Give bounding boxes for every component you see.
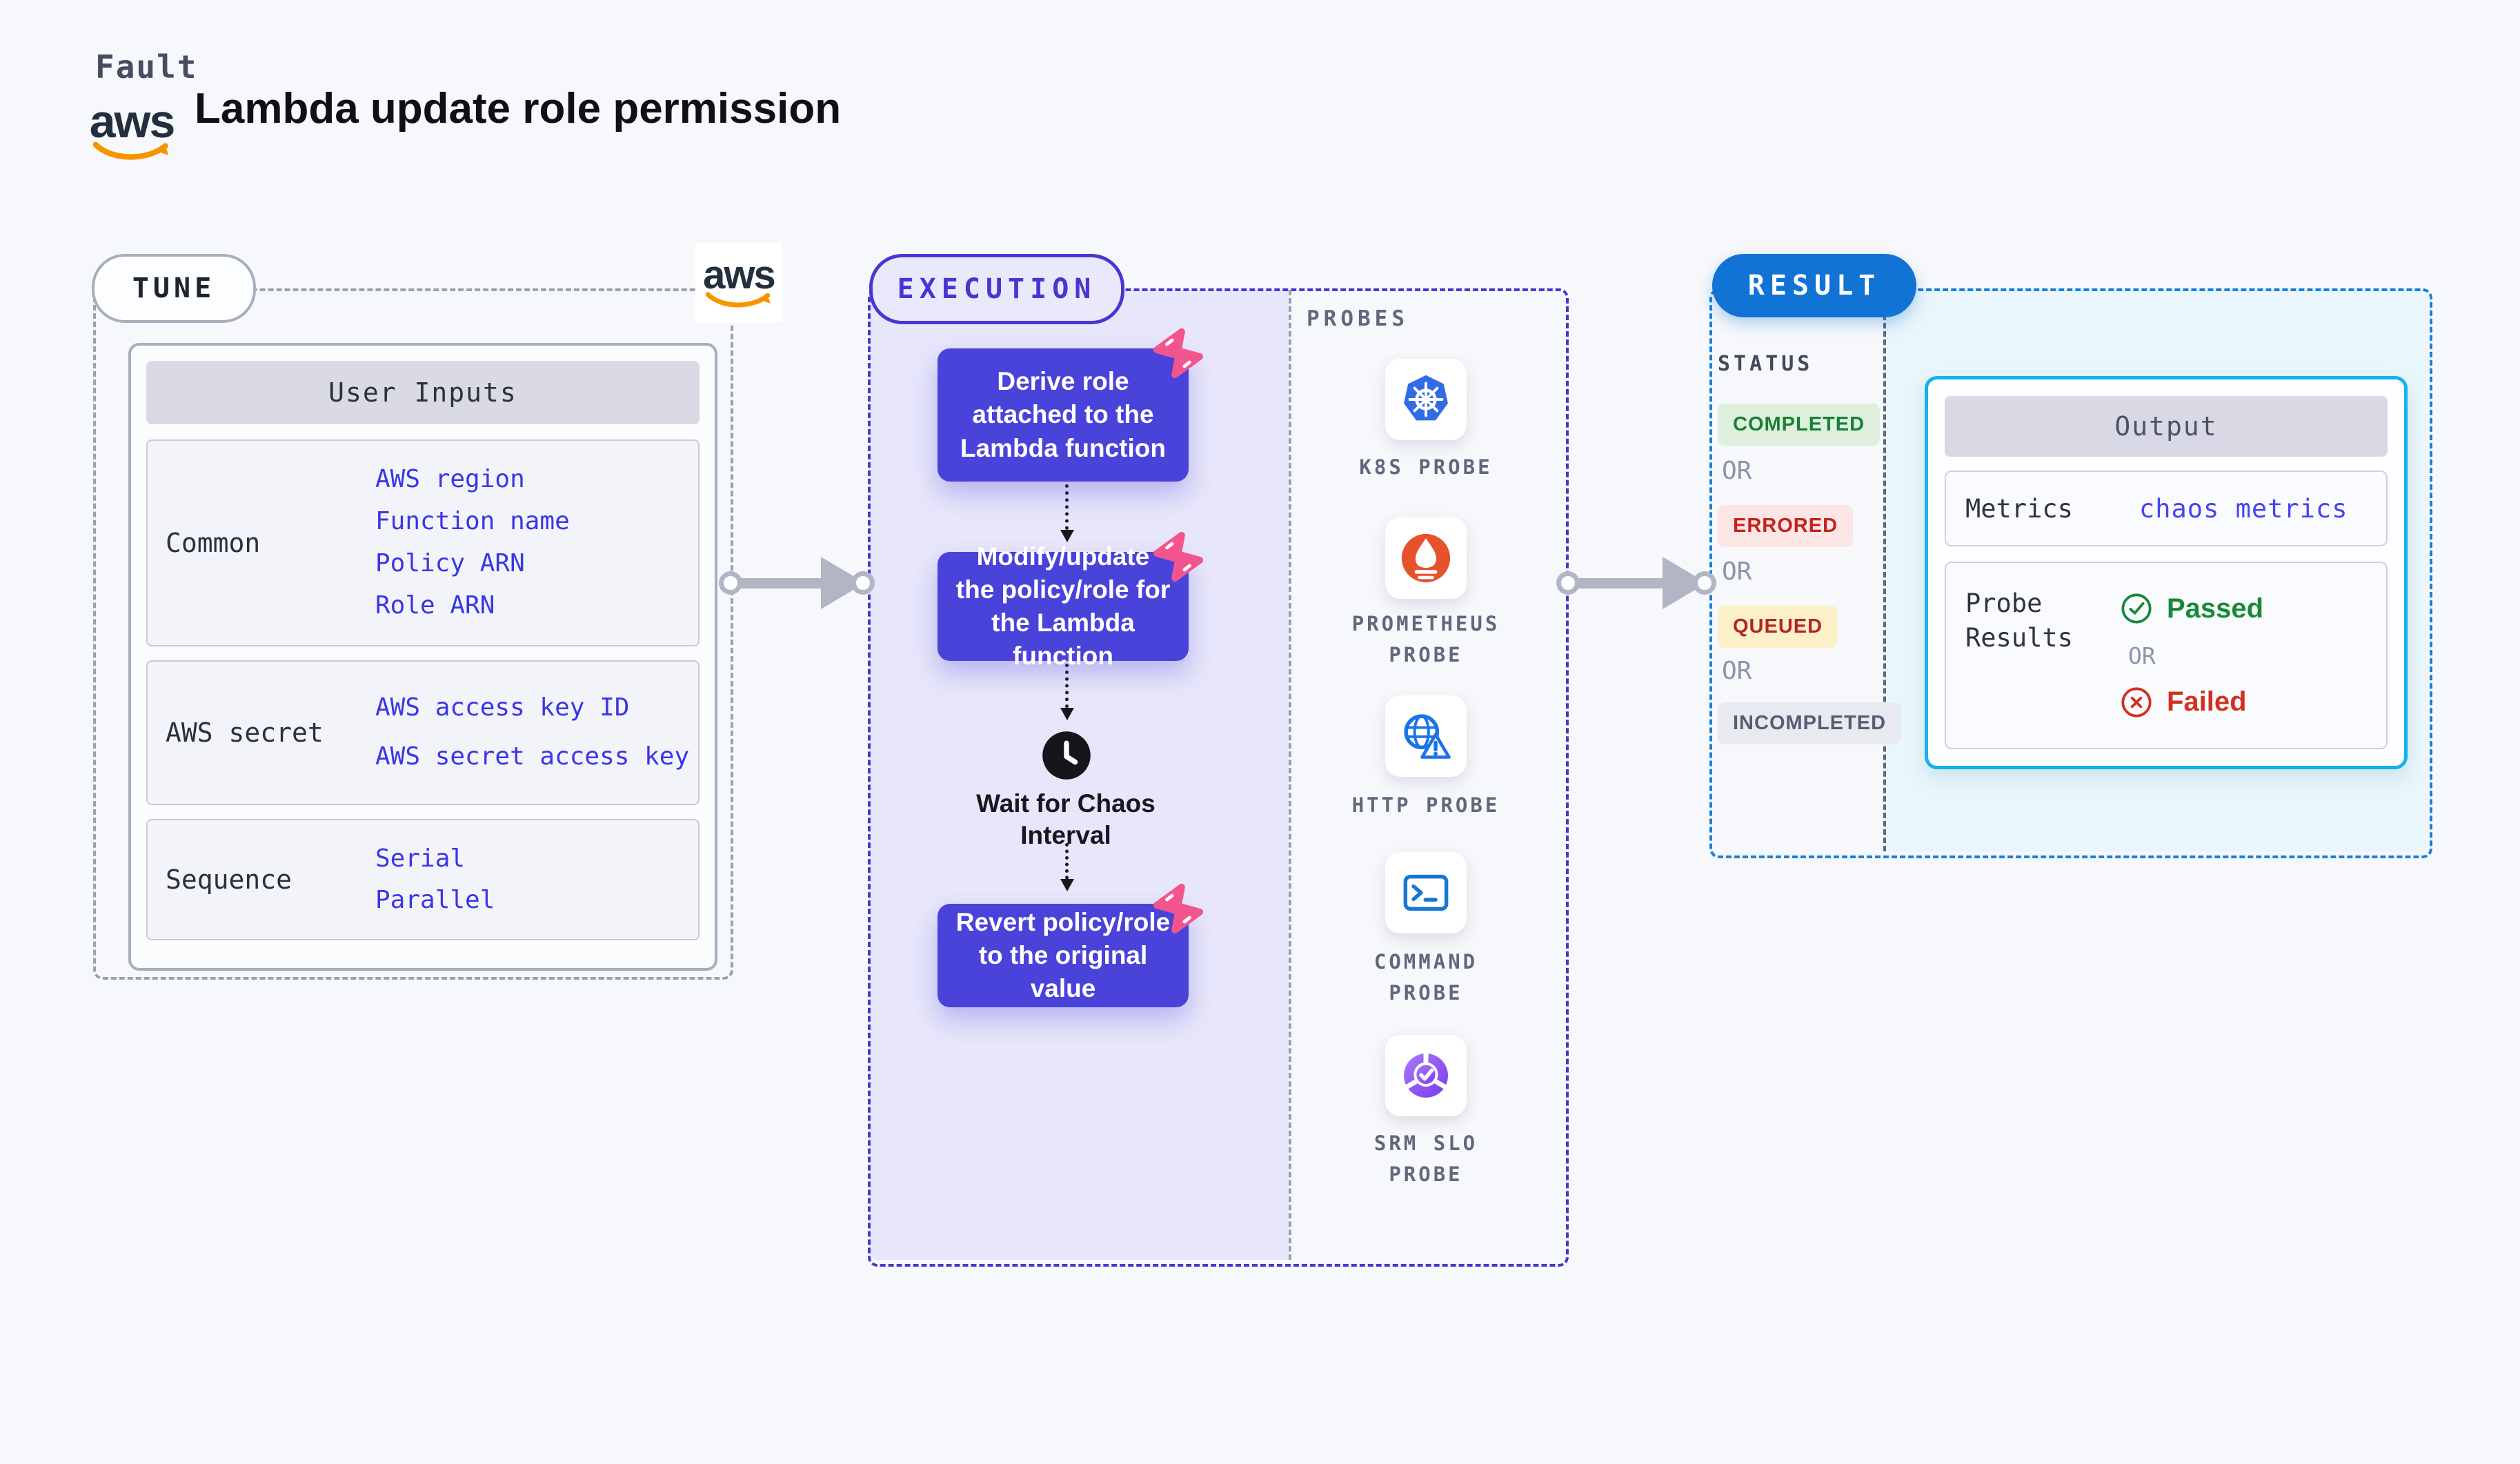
probe-label-srm-slo: SRM SLO PROBE bbox=[1373, 1131, 1478, 1186]
status-title: STATUS bbox=[1718, 352, 1814, 376]
row-values: AWS region Function name Policy ARN Role… bbox=[375, 441, 698, 645]
arrow-execution-to-result bbox=[1556, 557, 1716, 609]
output-metrics-row: Metrics chaos metrics bbox=[1945, 471, 2388, 546]
user-inputs-card: User Inputs Common AWS region Function n… bbox=[128, 343, 717, 971]
flow-connector bbox=[1060, 484, 1074, 542]
result-section-label: RESULT bbox=[1712, 254, 1916, 317]
step-modify-policy: Modify/update the policy/role for the La… bbox=[937, 531, 1204, 670]
output-header: Output bbox=[1945, 396, 2388, 457]
row-label: Common bbox=[166, 528, 261, 558]
aws-swoosh-icon bbox=[93, 141, 169, 160]
user-input-row-common: Common AWS region Function name Policy A… bbox=[146, 439, 700, 646]
probe-label-k8s: K8S PROBE bbox=[1359, 455, 1493, 479]
input-value: Policy ARN bbox=[375, 549, 525, 578]
tune-section bbox=[93, 288, 733, 980]
aws-wordmark: aws bbox=[703, 253, 776, 297]
input-value: AWS secret access key bbox=[375, 742, 690, 771]
input-value: Parallel bbox=[375, 885, 495, 914]
passed-label: Passed bbox=[2167, 593, 2264, 624]
probe-label-prometheus: PROMETHEUS PROBE bbox=[1351, 612, 1500, 666]
probe-card-srm-slo bbox=[1385, 1035, 1467, 1116]
metrics-label: Metrics bbox=[1965, 493, 2073, 524]
output-probe-results-row: Probe Results Passed OR Failed bbox=[1945, 562, 2388, 749]
check-circle-icon bbox=[2121, 593, 2152, 624]
probe-result-failed: Failed bbox=[2120, 686, 2247, 719]
execution-section bbox=[868, 288, 1569, 1267]
probe-label-command: COMMAND PROBE bbox=[1373, 950, 1478, 1005]
aws-swoosh-icon bbox=[706, 292, 771, 308]
probe-result-passed: Passed bbox=[2120, 592, 2263, 625]
tune-section-label: TUNE bbox=[92, 254, 256, 323]
arrow-start-ring bbox=[1556, 571, 1580, 595]
row-label: Sequence bbox=[166, 864, 292, 895]
step-text: Modify/update the policy/role for the La… bbox=[955, 542, 1171, 671]
probe-card-command bbox=[1385, 852, 1467, 933]
http-globe-warning-icon bbox=[1404, 714, 1451, 759]
user-input-row-aws-secret: AWS secret AWS access key ID AWS secret … bbox=[146, 660, 700, 805]
execution-section-label: EXECUTION bbox=[869, 254, 1124, 324]
aws-logo-tune: aws bbox=[695, 243, 782, 323]
status-badge-errored: ERRORED bbox=[1718, 505, 1854, 547]
step-text: Derive role attached to the Lambda funct… bbox=[960, 367, 1167, 462]
input-value: AWS access key ID bbox=[375, 693, 630, 722]
x-circle-icon bbox=[2121, 687, 2152, 718]
chaos-badge-icon bbox=[1153, 328, 1204, 379]
probe-card-prometheus bbox=[1385, 517, 1467, 599]
step-derive-role: Derive role attached to the Lambda funct… bbox=[937, 328, 1204, 482]
user-input-row-sequence: Sequence Serial Parallel bbox=[146, 819, 700, 940]
or-separator: OR bbox=[1722, 457, 1752, 485]
arrow-tune-to-execution bbox=[719, 557, 875, 609]
flow-connector bbox=[1060, 843, 1074, 891]
aws-wordmark: aws bbox=[89, 95, 176, 148]
probe-card-http bbox=[1385, 695, 1467, 777]
input-value: Function name bbox=[375, 507, 570, 536]
or-separator: OR bbox=[1722, 657, 1752, 685]
user-inputs-header: User Inputs bbox=[146, 361, 700, 424]
wait-clock-icon bbox=[1042, 731, 1091, 780]
wait-for-chaos-label: Wait for Chaos Interval bbox=[976, 789, 1155, 850]
probe-results-label: Probe Results bbox=[1965, 588, 2073, 653]
step-revert-policy: Revert policy/role to the original value bbox=[937, 883, 1204, 1007]
metrics-value-link: chaos metrics bbox=[2139, 493, 2348, 524]
arrow-end-ring bbox=[1693, 571, 1716, 595]
execution-probes-separator bbox=[1289, 290, 1291, 1260]
status-badge-completed: COMPLETED bbox=[1718, 404, 1881, 446]
prometheus-icon bbox=[1401, 533, 1451, 583]
kubernetes-icon bbox=[1404, 375, 1448, 421]
probe-card-k8s bbox=[1385, 359, 1467, 440]
row-label: AWS secret bbox=[166, 718, 324, 748]
or-separator: OR bbox=[1722, 557, 1752, 586]
output-panel: Output Metrics chaos metrics Probe Resul… bbox=[1925, 376, 2408, 769]
row-values: AWS access key ID AWS secret access key bbox=[375, 662, 698, 804]
probes-title: PROBES bbox=[1307, 306, 1409, 331]
flow-connector bbox=[1060, 664, 1074, 720]
slo-pie-check-icon bbox=[1404, 1052, 1448, 1098]
fault-kicker: Fault bbox=[95, 48, 198, 86]
input-value: AWS region bbox=[375, 465, 525, 494]
step-text: Revert policy/role to the original value bbox=[955, 907, 1171, 1003]
arrow-line bbox=[1576, 577, 1666, 588]
status-badge-incompleted: INCOMPLETED bbox=[1718, 702, 1902, 744]
input-value: Role ARN bbox=[375, 591, 495, 620]
terminal-icon bbox=[1403, 874, 1449, 911]
aws-logo: aws bbox=[87, 98, 177, 164]
input-value: Serial bbox=[375, 844, 466, 873]
status-badge-queued: QUEUED bbox=[1718, 606, 1838, 648]
probe-results-values: Passed OR Failed bbox=[2105, 563, 2386, 748]
or-separator: OR bbox=[2128, 642, 2156, 669]
arrow-end-ring bbox=[851, 571, 875, 595]
arrow-line bbox=[739, 577, 824, 588]
probe-label-http: HTTP PROBE bbox=[1351, 793, 1500, 817]
row-values: Serial Parallel bbox=[375, 820, 698, 939]
failed-label: Failed bbox=[2167, 686, 2247, 718]
chaos-badge-icon bbox=[1153, 883, 1204, 934]
page-title: Lambda update role permission bbox=[195, 85, 842, 132]
chaos-badge-icon bbox=[1153, 531, 1204, 582]
